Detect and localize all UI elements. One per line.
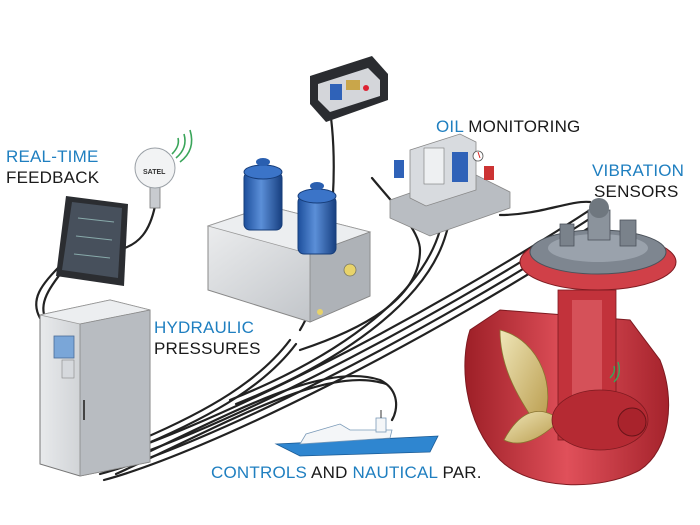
label-controls: CONTROLS bbox=[211, 463, 308, 482]
wifi-signal-icon bbox=[171, 129, 193, 163]
hydraulic-power-unit bbox=[206, 158, 372, 323]
label-controls-nautical: CONTROLS AND NAUTICAL PAR. bbox=[211, 462, 482, 483]
label-and: AND bbox=[307, 463, 353, 482]
label-par: PAR. bbox=[437, 463, 482, 482]
ship bbox=[274, 410, 439, 457]
satellite-antenna: SATEL bbox=[134, 129, 193, 209]
oil-monitoring-station bbox=[389, 133, 511, 237]
antenna-label: SATEL bbox=[143, 169, 166, 176]
feedback-monitor bbox=[56, 196, 128, 286]
azimuth-thruster bbox=[464, 198, 677, 486]
label-nautical: NAUTICAL bbox=[352, 463, 438, 482]
label-vibration: VIBRATION bbox=[592, 161, 685, 180]
label-real-time: REAL-TIME bbox=[6, 147, 99, 166]
oil-control-box bbox=[310, 56, 388, 122]
label-hydraulic-pressures: HYDRAULIC PRESSURES bbox=[154, 317, 261, 359]
label-monitoring: MONITORING bbox=[463, 117, 581, 136]
label-feedback: FEEDBACK bbox=[6, 168, 100, 187]
label-vibration-sensors: VIBRATION SENSORS bbox=[592, 160, 684, 202]
wifi-signal-icon bbox=[609, 361, 621, 383]
label-hydraulic: HYDRAULIC bbox=[154, 318, 255, 337]
label-oil: OIL bbox=[436, 117, 464, 136]
label-pressures: PRESSURES bbox=[154, 339, 261, 358]
label-oil-monitoring: OIL MONITORING bbox=[436, 116, 580, 137]
control-cabinet bbox=[39, 299, 151, 477]
label-sensors: SENSORS bbox=[594, 182, 679, 201]
label-real-time-feedback: REAL-TIME FEEDBACK bbox=[6, 146, 99, 188]
